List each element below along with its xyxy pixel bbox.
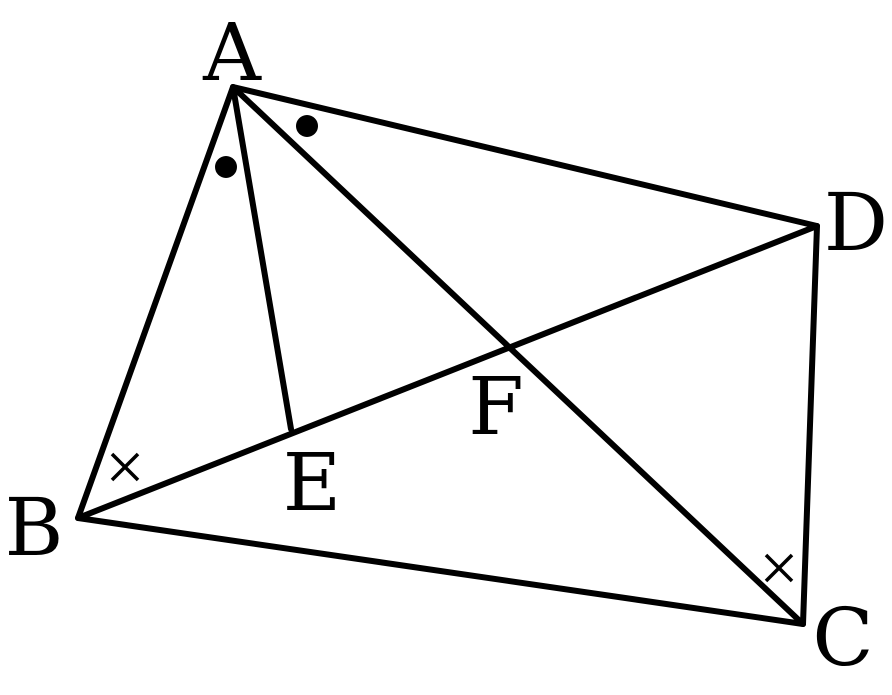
label-d: D xyxy=(824,176,888,269)
segment-ae xyxy=(230,84,294,432)
segment-ab xyxy=(75,84,236,521)
angle-dot-bae xyxy=(215,156,237,178)
label-a: A xyxy=(202,6,262,99)
segment-da xyxy=(230,84,820,229)
label-c: C xyxy=(812,591,873,684)
label-f: F xyxy=(468,360,524,453)
segment-ac xyxy=(230,84,806,627)
label-e: E xyxy=(283,436,341,529)
angle-cross-acb xyxy=(764,553,794,583)
segment-cd xyxy=(800,223,820,627)
label-b: B xyxy=(5,481,64,574)
segment-bc xyxy=(75,515,806,627)
segment-bd xyxy=(75,223,820,521)
angle-dot-cad xyxy=(296,115,318,137)
angle-cross-abd xyxy=(110,452,140,482)
